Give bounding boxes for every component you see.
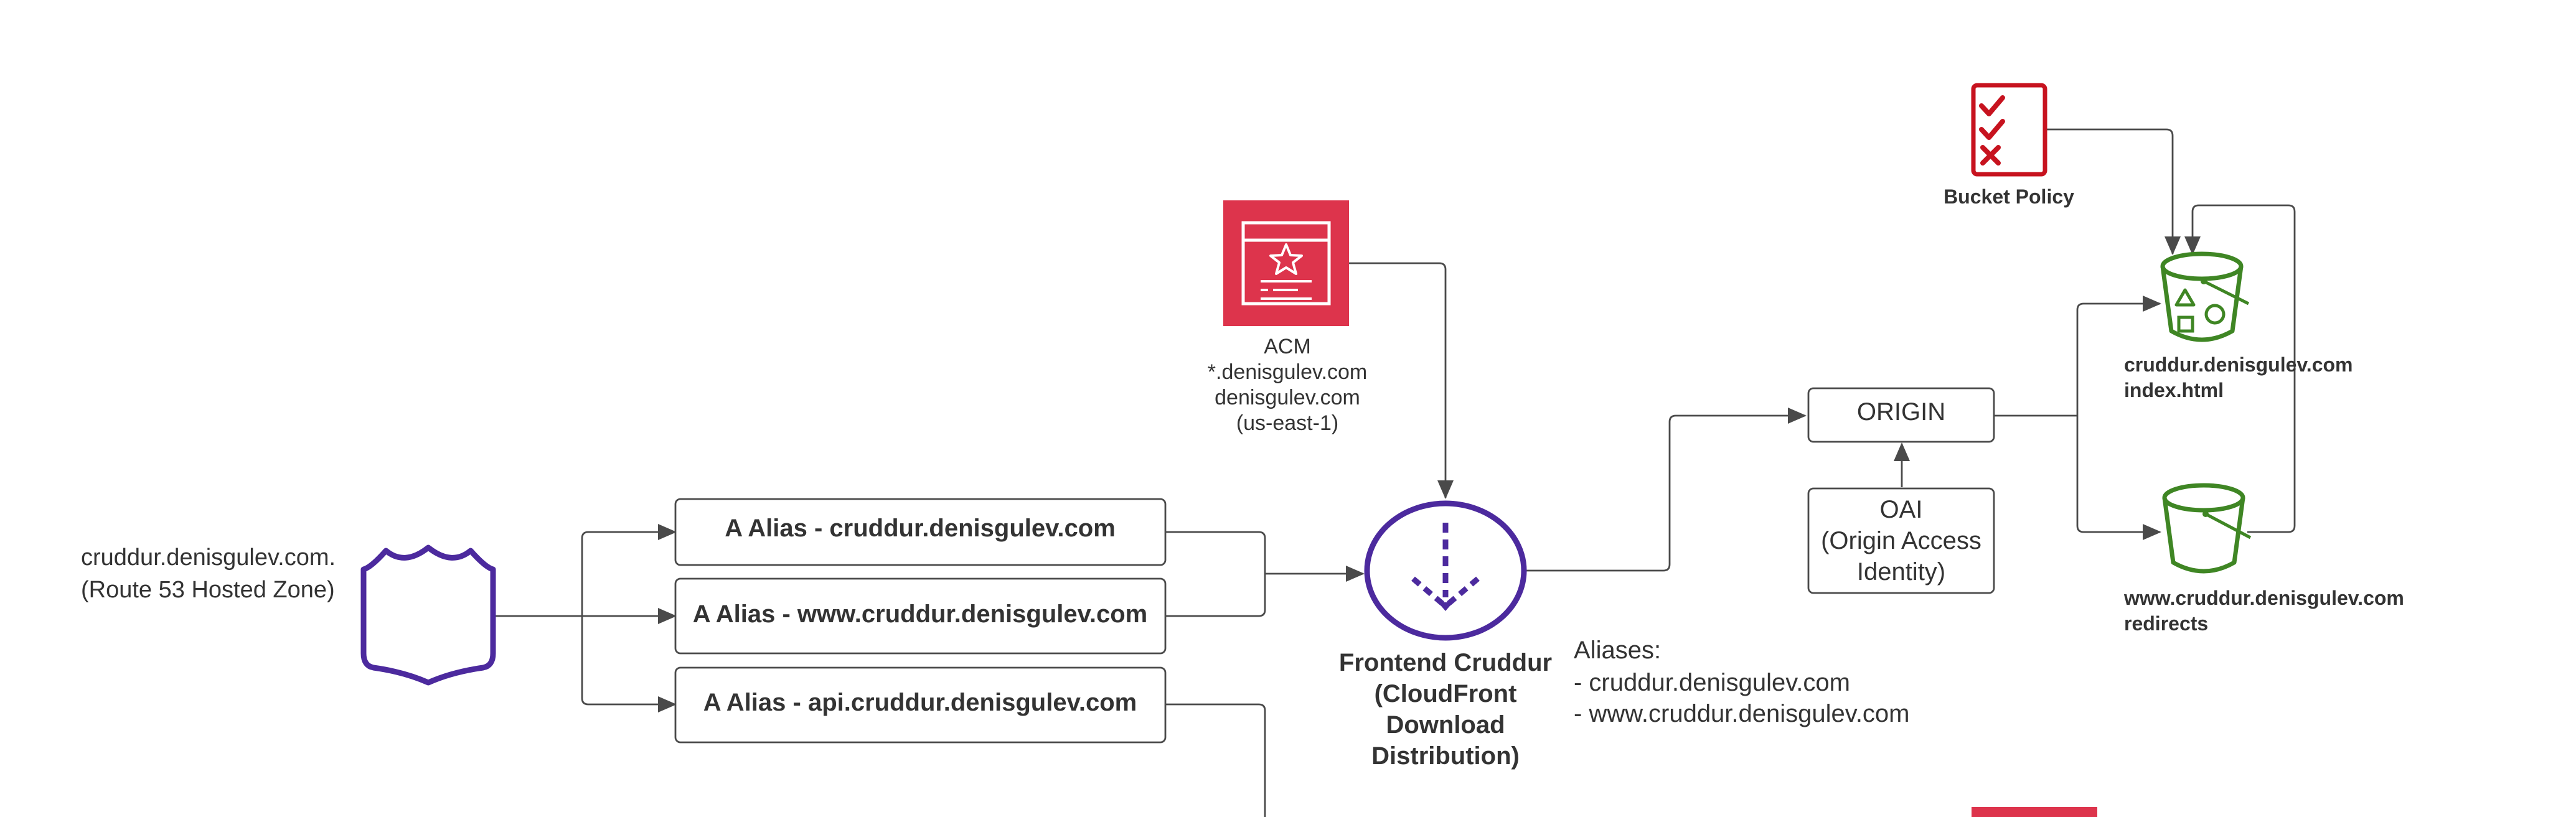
alias-item-1: - cruddur.denisgulev.com xyxy=(1574,669,1850,696)
shield-icon xyxy=(360,544,496,686)
s3-bucket-1: cruddur.denisgulev.com index.html xyxy=(2124,251,2353,401)
bucket-1-note: index.html xyxy=(2124,379,2224,401)
record-box xyxy=(674,666,1167,744)
acm-label-line1: ACM xyxy=(1264,335,1311,358)
route53-label-line1: cruddur.denisgulev.com. xyxy=(81,544,336,571)
acm-certificate: ACM *.denisgulev.com denisgulev.com (us-… xyxy=(1208,200,1367,435)
origin-label: ORIGIN xyxy=(1857,398,1945,426)
checklist-icon xyxy=(1971,83,2047,177)
acm-label-line2: *.denisgulev.com xyxy=(1208,360,1367,384)
record-label: A Alias - api.cruddur.denisgulev.com xyxy=(703,689,1137,716)
certificate-icon xyxy=(1223,200,1349,326)
cloudfront-label-line4: Distribution) xyxy=(1371,742,1520,770)
origin-node: ORIGIN xyxy=(1807,387,1995,443)
aliases-title: Aliases: xyxy=(1574,637,1661,664)
cloudfront-download-icon xyxy=(1364,500,1527,641)
connector-record-2-to-cloudfront xyxy=(1165,574,1266,617)
connector-api-record-down xyxy=(1165,703,1266,817)
connectors xyxy=(492,128,2296,817)
acm-label-line4: (us-east-1) xyxy=(1236,411,1338,435)
dns-record-1: A Alias - cruddur.denisgulev.com xyxy=(674,498,1167,566)
s3-bucket-icon xyxy=(2162,483,2252,574)
bucket-policy-label: Bucket Policy xyxy=(1944,185,2074,208)
dns-record-3: A Alias - api.cruddur.denisgulev.com xyxy=(674,666,1167,744)
oai-label-line2: (Origin Access xyxy=(1821,527,1981,554)
bucket-1-name: cruddur.denisgulev.com xyxy=(2124,353,2353,376)
connector-origin-to-bucket-2 xyxy=(2076,416,2161,540)
dns-record-2: A Alias - www.cruddur.denisgulev.com xyxy=(674,577,1167,655)
connector-redirect-loop xyxy=(2184,204,2296,533)
connector-cloudfront-to-origin xyxy=(1526,408,1807,572)
alias-item-2: - www.cruddur.denisgulev.com xyxy=(1574,700,1910,727)
cloudfront-label-line2: (CloudFront xyxy=(1375,680,1517,707)
s3-bucket-2: www.cruddur.denisgulev.com redirects xyxy=(2123,483,2404,635)
route53-hosted-zone: cruddur.denisgulev.com. (Route 53 Hosted… xyxy=(81,544,496,686)
record-box xyxy=(674,577,1167,655)
connector-to-record-3 xyxy=(581,616,677,712)
connector-acm-to-cloudfront xyxy=(1349,262,1454,499)
record-box xyxy=(674,498,1167,566)
acm-label-line3: denisgulev.com xyxy=(1215,386,1360,409)
origin-box xyxy=(1807,387,1995,443)
s3-bucket-icon xyxy=(2160,251,2250,342)
bucket-policy: Bucket Policy xyxy=(1944,83,2074,208)
cloudfront-label-line3: Download xyxy=(1386,711,1505,739)
partial-red-icon xyxy=(1972,807,2097,817)
oai-label-line1: OAI xyxy=(1880,496,1923,523)
record-label: A Alias - www.cruddur.denisgulev.com xyxy=(693,600,1148,628)
bucket-2-name: www.cruddur.denisgulev.com xyxy=(2123,587,2404,609)
route53-label-line2: (Route 53 Hosted Zone) xyxy=(81,577,335,603)
connector-origin-to-bucket-1 xyxy=(2076,296,2161,416)
connector-to-record-1 xyxy=(581,524,677,616)
cloudfront-label-line1: Frontend Cruddur xyxy=(1339,649,1552,676)
cloudfront-distribution: Frontend Cruddur (CloudFront Download Di… xyxy=(1339,500,1910,770)
oai-box xyxy=(1807,487,1995,594)
bucket-2-note: redirects xyxy=(2124,612,2208,635)
connector-policy-to-bucket xyxy=(2045,128,2181,255)
oai-label-line3: Identity) xyxy=(1857,558,1945,586)
record-label: A Alias - cruddur.denisgulev.com xyxy=(725,515,1116,542)
connector-record-1-to-cloudfront xyxy=(1165,531,1266,574)
oai-node: OAI (Origin Access Identity) xyxy=(1807,487,1995,594)
